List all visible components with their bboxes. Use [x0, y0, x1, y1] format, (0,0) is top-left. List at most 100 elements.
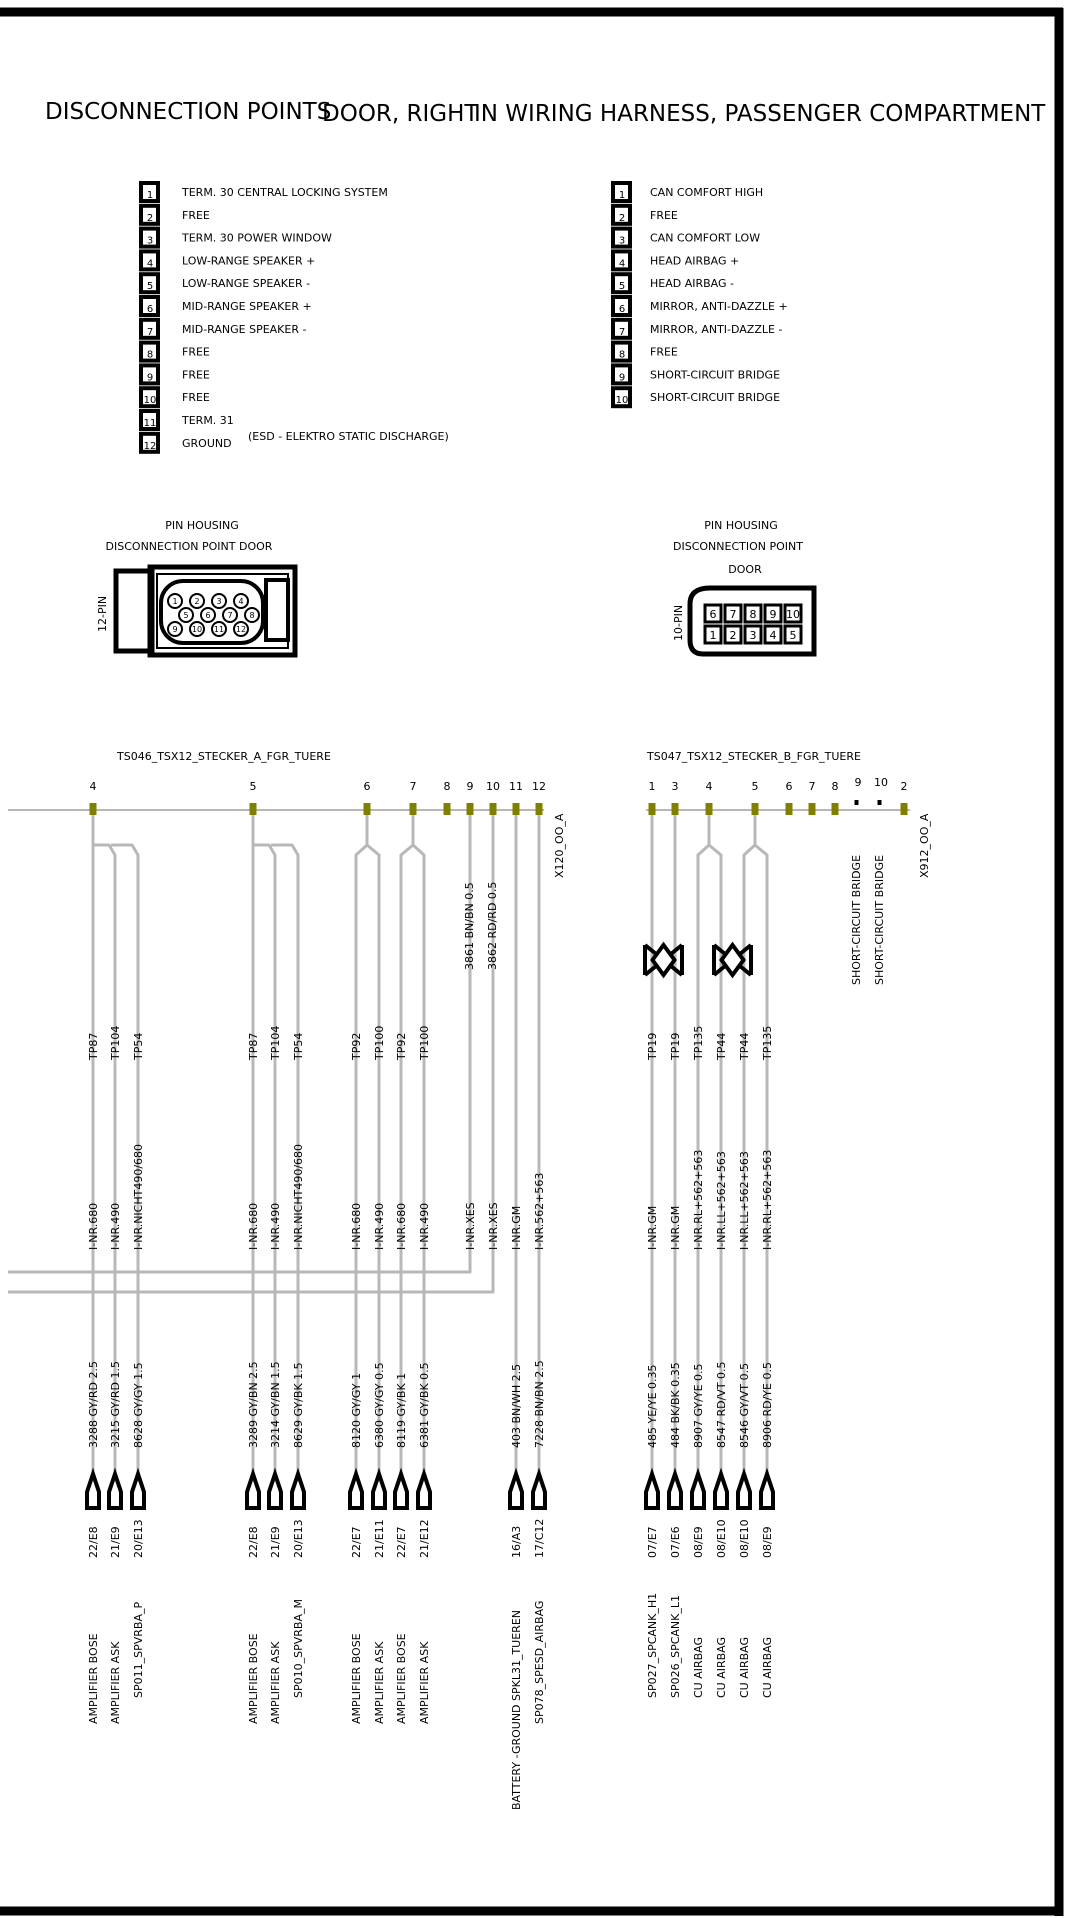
- legend-box: [139, 363, 160, 386]
- destination-label: BATTERY -GROUND SPKL31_TUEREN: [510, 1610, 523, 1810]
- page-title: DISCONNECTION POINTS DOOR, RIGHT IN WIRI…: [45, 99, 1046, 127]
- legend-number: 6: [147, 304, 153, 315]
- location-label: 21/E11: [373, 1519, 386, 1558]
- destination-label: SP027_SPCANK_H1: [646, 1593, 659, 1698]
- location-label: 21/E12: [418, 1519, 431, 1558]
- test-point-label: TP135: [761, 1026, 774, 1061]
- connector-pin-number: 3: [672, 780, 679, 793]
- legend-number: 6: [619, 304, 625, 315]
- terminal-symbol: [690, 1467, 706, 1510]
- legend-box: [139, 431, 160, 454]
- pass-wire-label: 3862 RD/RD 0.5: [486, 882, 499, 970]
- housing-pin: [763, 624, 783, 645]
- i-nr-label: I-NR.490: [269, 1203, 282, 1250]
- connector-pin-number: 12: [532, 780, 546, 793]
- connector-pin: [89, 803, 97, 815]
- legend-label: HEAD AIRBAG +: [650, 254, 739, 267]
- i-nr-label: I-NR.RL+562+563: [761, 1150, 774, 1250]
- terminal-symbol: [348, 1467, 364, 1510]
- housing-pin: [783, 624, 803, 645]
- housing-pin-number: 5: [790, 629, 797, 642]
- pass-wire: [8, 810, 495, 1294]
- connector-pin: [535, 803, 543, 815]
- housing-pin: [743, 624, 763, 645]
- connector-pin: [512, 803, 520, 815]
- connector-pin-number: 10: [874, 776, 888, 789]
- legend-label: LOW-RANGE SPEAKER +: [182, 254, 315, 267]
- legend-label: MIRROR, ANTI-DAZZLE +: [650, 300, 788, 313]
- legend-number: 9: [147, 372, 153, 383]
- housing-pin-number: 5: [183, 611, 188, 620]
- test-point-label: TP100: [373, 1026, 386, 1061]
- legend-number: 3: [619, 236, 625, 247]
- destination-label: AMPLIFIER ASK: [269, 1641, 282, 1724]
- title-part-2: DOOR, RIGHT: [322, 101, 479, 127]
- connector-pin-number: 7: [410, 780, 417, 793]
- legend-box: [611, 249, 632, 272]
- connector-pin: [466, 803, 474, 815]
- i-nr-label: I-NR.562+563: [533, 1173, 546, 1250]
- housing-pin: [211, 593, 227, 609]
- test-point-label: TP44: [715, 1033, 728, 1061]
- destination-label: AMPLIFIER ASK: [418, 1641, 431, 1724]
- legend-label: TERM. 31: [181, 414, 234, 427]
- location-label: 07/E7: [646, 1526, 659, 1558]
- legend-box: [611, 363, 632, 386]
- legend-label: SHORT-CIRCUIT BRIDGE: [650, 391, 780, 404]
- terminal-symbol: [713, 1467, 729, 1510]
- connector-pin-number: 5: [250, 780, 257, 793]
- location-label: 17/C12: [533, 1519, 546, 1558]
- legend-box: [139, 386, 160, 409]
- legend-left-note: (ESD - ELEKTRO STATIC DISCHARGE): [248, 430, 449, 443]
- housing-pin: [233, 593, 249, 609]
- legend-box: [139, 181, 160, 203]
- housing-pin: [244, 607, 260, 623]
- wire-spec-label: 8628 GY/GY 1.5: [132, 1362, 145, 1448]
- wire: [111, 843, 140, 1480]
- legend-box: [611, 386, 632, 409]
- location-label: 21/E9: [109, 1526, 122, 1558]
- terminal-symbol: [245, 1467, 261, 1510]
- legend-box: [611, 317, 632, 340]
- terminal-symbol: [107, 1467, 123, 1510]
- terminal-symbol: [85, 1467, 101, 1510]
- legend-label: FREE: [650, 209, 678, 222]
- i-nr-label: I-NR.680: [87, 1203, 100, 1250]
- housing-pin-number: 9: [770, 608, 777, 621]
- housing-pin: [233, 621, 249, 637]
- legend-label: SHORT-CIRCUIT BRIDGE: [650, 368, 780, 381]
- housing-pin: [703, 624, 723, 645]
- housing-pin: [167, 593, 183, 609]
- destination-label: SP026_SPCANK_L1: [669, 1595, 682, 1698]
- connector-pin: [854, 800, 859, 805]
- location-label: 20/E13: [292, 1519, 305, 1558]
- terminal-symbol: [371, 1467, 387, 1510]
- housing-pin: [763, 603, 783, 624]
- i-nr-label: I-NR.LL+562+563: [738, 1151, 751, 1250]
- housing-pin: [222, 607, 238, 623]
- connector-a-name: TS046_TSX12_STECKER_A_FGR_TUERE: [116, 750, 331, 763]
- legend-label: HEAD AIRBAG -: [650, 277, 734, 290]
- housing-pin-number: 10: [192, 625, 202, 634]
- test-point-label: TP54: [292, 1033, 305, 1061]
- wire: [754, 843, 769, 1480]
- legend-number: 5: [147, 281, 153, 292]
- title-part-1: DISCONNECTION POINTS: [45, 99, 331, 125]
- test-point-label: TP104: [109, 1026, 122, 1061]
- legend-number: 7: [147, 327, 153, 338]
- housing-pin: [783, 603, 803, 624]
- destination-label: SP078_SPESD_AIRBAG: [533, 1601, 546, 1724]
- housing-pin-number: 6: [710, 608, 717, 621]
- legend-number: 8: [619, 350, 625, 361]
- legend-box: [139, 203, 160, 226]
